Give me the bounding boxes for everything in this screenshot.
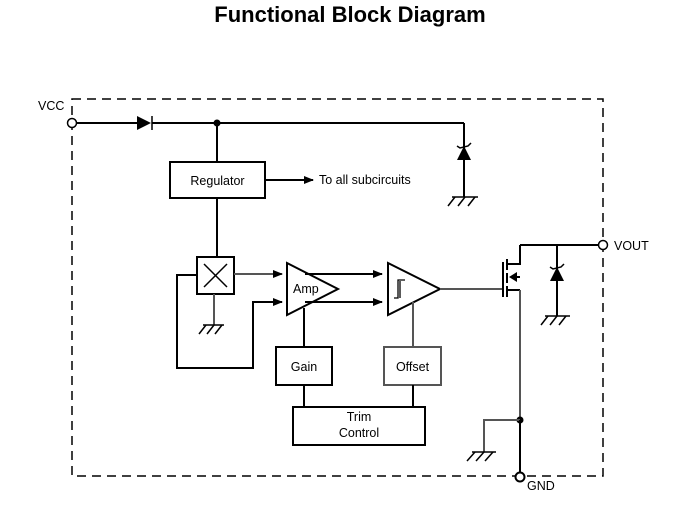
vout-pin[interactable] [597, 239, 609, 251]
trim-control-label-1: Trim [347, 410, 372, 424]
trim-control-label-2: Control [339, 426, 379, 440]
amp-label: Amp [293, 282, 319, 296]
supply-zener-icon [456, 142, 472, 160]
ground-icon [447, 196, 478, 207]
regulator-label: Regulator [190, 174, 244, 188]
gain-block [275, 346, 333, 386]
output-mosfet-icon [502, 245, 521, 297]
ground-icon [466, 451, 496, 462]
vout-label: VOUT [614, 239, 649, 253]
package-boundary [71, 98, 604, 477]
sensor-feedback-wire [176, 274, 283, 369]
ground-icon [540, 315, 570, 326]
internal-ground-wire [483, 419, 520, 452]
diagram-title: Functional Block Diagram [214, 2, 486, 27]
hysteresis-icon [394, 279, 405, 299]
gain-label: Gain [291, 360, 317, 374]
mosfet-arrow-icon [509, 272, 517, 282]
offset-label: Offset [396, 360, 430, 374]
input-diode-icon [137, 116, 153, 130]
trim-control-block [292, 406, 426, 446]
regulator-output-label: To all subcircuits [319, 173, 411, 187]
output-zener-icon [549, 263, 565, 281]
gnd-label: GND [527, 479, 555, 493]
vcc-label: VCC [38, 99, 64, 113]
ground-icon [198, 324, 224, 335]
vcc-pin[interactable] [66, 117, 78, 129]
gnd-pin[interactable] [514, 471, 526, 483]
hall-sensor-icon [203, 263, 228, 288]
